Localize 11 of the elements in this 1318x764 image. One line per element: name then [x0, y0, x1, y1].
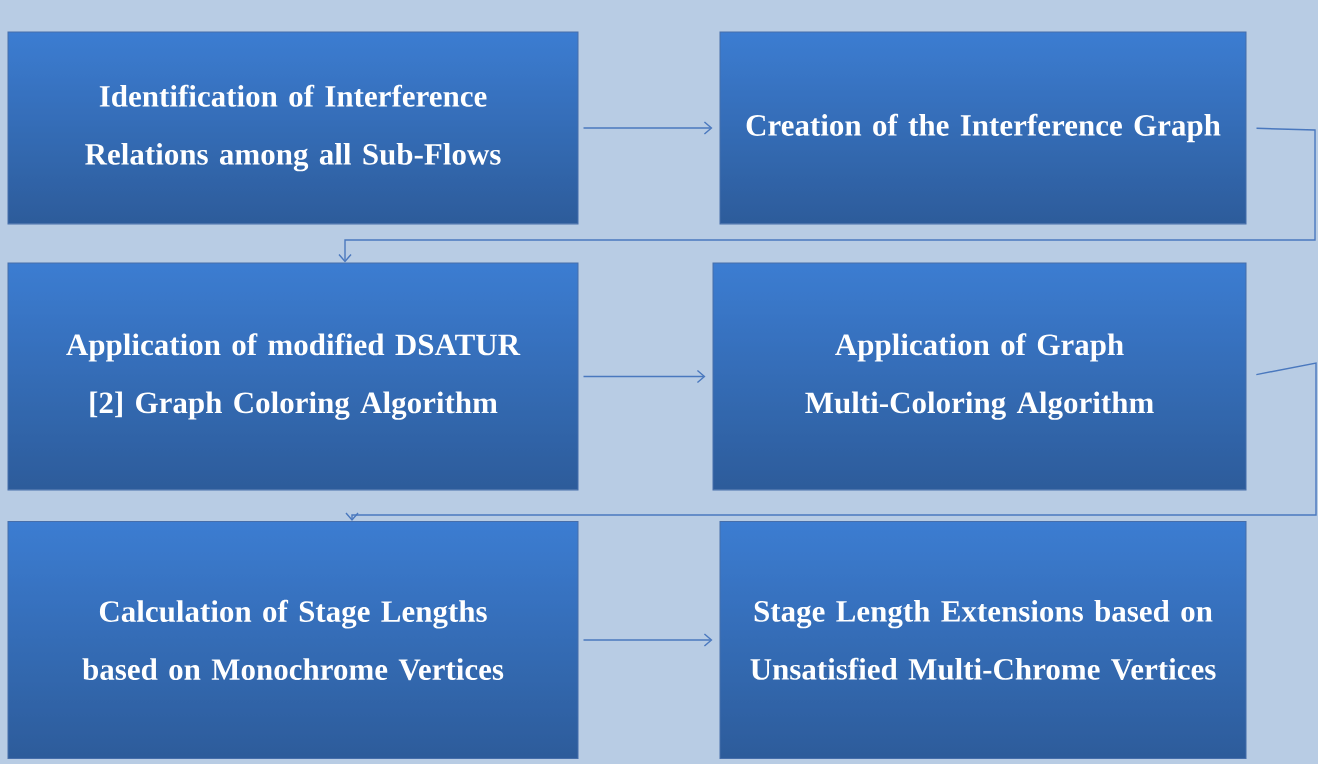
arrow: [582, 369, 706, 384]
process-box: Calculation of Stage Lengths based on Monochrome Vertices: [7, 521, 579, 759]
process-box: Application of modified DSATUR [2] Graph Coloring Algorithm: [7, 262, 579, 491]
process-box: Identification of Interference Relations among all Sub-Flows: [7, 31, 579, 225]
arrow: [345, 362, 1317, 521]
process-box: Application of Graph Multi-Coloring Algorithm: [712, 262, 1247, 491]
process-box: Stage Length Extensions based on Unsatisfied Multi-Chrome Vertices: [719, 521, 1247, 759]
process-box: Creation of the Interference Graph: [719, 31, 1247, 225]
arrow: [582, 121, 713, 135]
arrow: [582, 633, 713, 647]
arrow: [338, 127, 1316, 263]
